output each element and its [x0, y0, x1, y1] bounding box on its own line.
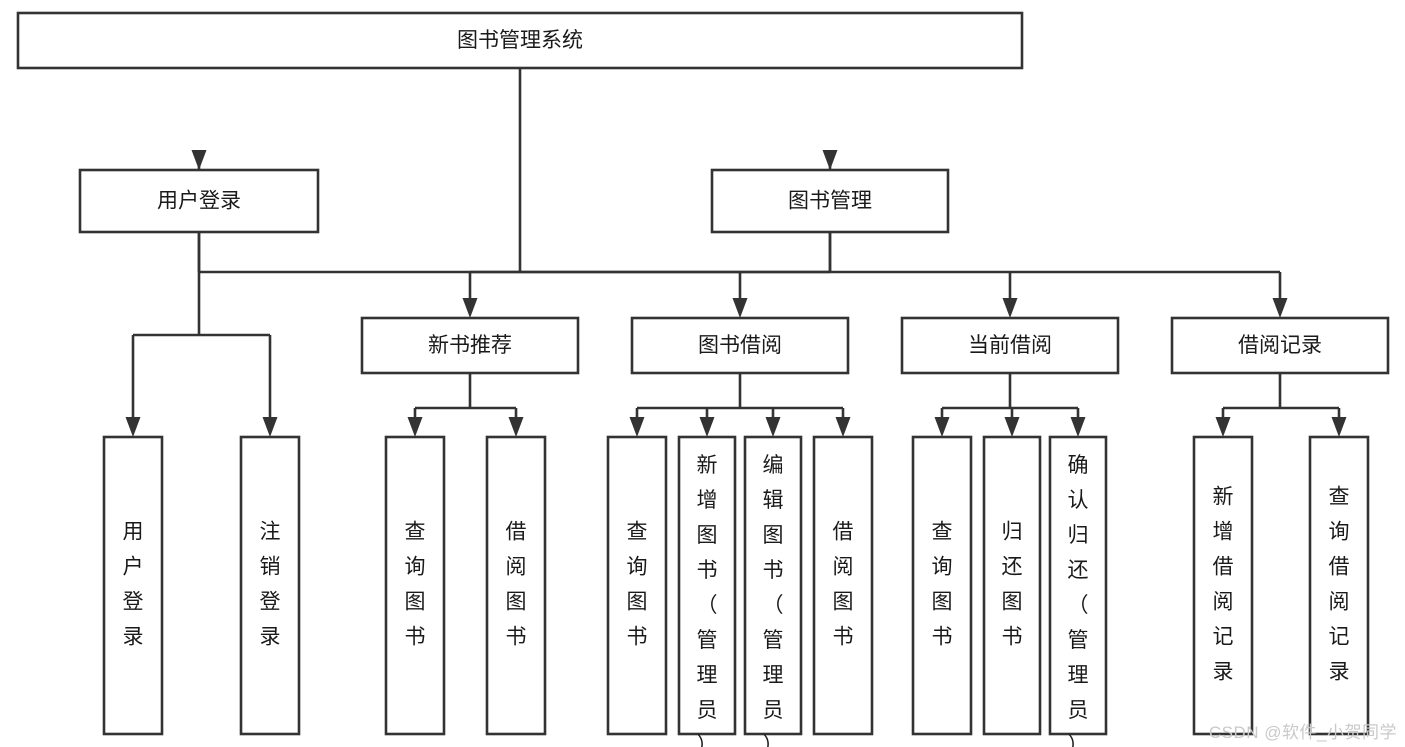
arrow-head-icon	[1215, 417, 1231, 437]
node-label: 编辑图书（管理员）	[763, 454, 784, 747]
node-n1[interactable]: 用户登录	[78, 168, 320, 234]
arrow-head-icon	[629, 417, 645, 437]
node-n5[interactable]: 当前借阅	[900, 316, 1120, 375]
connector-group	[125, 232, 278, 437]
node-box[interactable]	[900, 316, 1120, 375]
node-box[interactable]	[1170, 316, 1390, 375]
node-label: 新书推荐	[428, 334, 512, 357]
node-box[interactable]	[911, 435, 973, 736]
node-label: 借阅图书	[506, 521, 527, 649]
node-n7[interactable]: 用户登录	[102, 435, 164, 736]
arrow-head-icon	[1331, 417, 1347, 437]
node-n4[interactable]: 图书借阅	[630, 316, 850, 375]
node-box[interactable]	[102, 435, 164, 736]
node-box[interactable]	[360, 316, 580, 375]
arrow-head-icon	[765, 417, 781, 437]
node-box[interactable]	[239, 435, 301, 736]
arrow-head-icon	[191, 150, 207, 170]
arrow-head-icon	[508, 417, 524, 437]
node-label: 新增图书（管理员）	[697, 454, 718, 747]
arrow-head-icon	[934, 417, 950, 437]
node-n13[interactable]: 编辑图书（管理员）	[743, 435, 803, 747]
node-box[interactable]	[1048, 435, 1108, 736]
node-n19[interactable]: 查询借阅记录	[1308, 435, 1370, 736]
node-box[interactable]	[710, 168, 950, 234]
arrow-head-icon	[822, 150, 838, 170]
node-box[interactable]	[1308, 435, 1370, 736]
arrow-head-icon	[262, 417, 278, 437]
node-label: 当前借阅	[968, 334, 1052, 357]
arrow-head-icon	[125, 417, 141, 437]
node-label: 图书管理	[788, 190, 872, 213]
node-box[interactable]	[982, 435, 1042, 736]
arrow-head-icon	[462, 298, 478, 318]
node-n3[interactable]: 新书推荐	[360, 316, 580, 375]
node-box[interactable]	[812, 435, 874, 736]
node-n6[interactable]: 借阅记录	[1170, 316, 1390, 375]
node-box[interactable]	[743, 435, 803, 736]
node-n17[interactable]: 确认归还（管理员）	[1048, 435, 1108, 747]
node-n2[interactable]: 图书管理	[710, 168, 950, 234]
connector-group	[1215, 373, 1347, 437]
arrow-head-icon	[1070, 417, 1086, 437]
node-label: 用户登录	[123, 521, 144, 649]
node-box[interactable]	[384, 435, 446, 736]
node-label: 确认归还（管理员）	[1068, 454, 1089, 747]
node-label: 注销登录	[260, 521, 281, 649]
arrow-head-icon	[732, 298, 748, 318]
node-n16[interactable]: 归还图书	[982, 435, 1042, 736]
connector-group	[629, 373, 851, 437]
connector-group	[407, 373, 524, 437]
node-label: 查询图书	[627, 521, 648, 649]
arrow-head-icon	[1002, 298, 1018, 318]
node-label: 图书借阅	[698, 334, 782, 357]
arrow-head-icon	[1272, 298, 1288, 318]
edges-layer	[125, 68, 1347, 437]
node-box[interactable]	[606, 435, 668, 736]
node-n14[interactable]: 借阅图书	[812, 435, 874, 736]
node-n15[interactable]: 查询图书	[911, 435, 973, 736]
node-box[interactable]	[485, 435, 547, 736]
node-label: 图书管理系统	[457, 29, 583, 52]
node-n10[interactable]: 借阅图书	[485, 435, 547, 736]
node-label: 借阅图书	[833, 521, 854, 649]
connector-group	[462, 232, 1288, 318]
arrow-head-icon	[1004, 417, 1020, 437]
node-box[interactable]	[16, 11, 1024, 70]
node-label: 查询借阅记录	[1329, 486, 1350, 684]
node-label: 用户登录	[157, 190, 241, 213]
node-box[interactable]	[630, 316, 850, 375]
arrow-head-icon	[407, 417, 423, 437]
node-label: 查询图书	[405, 521, 426, 649]
node-n9[interactable]: 查询图书	[384, 435, 446, 736]
node-n12[interactable]: 新增图书（管理员）	[677, 435, 737, 747]
arrow-head-icon	[835, 417, 851, 437]
connector-group	[934, 373, 1086, 437]
node-label: 借阅记录	[1238, 334, 1322, 357]
node-box[interactable]	[677, 435, 737, 736]
node-n8[interactable]: 注销登录	[239, 435, 301, 736]
node-label: 新增借阅记录	[1213, 486, 1234, 684]
node-label: 归还图书	[1002, 521, 1023, 649]
node-label: 查询图书	[932, 521, 953, 649]
watermark-label: CSDN @软件_小贺同学	[1208, 723, 1397, 742]
node-box[interactable]	[1192, 435, 1254, 736]
node-n0[interactable]: 图书管理系统	[16, 11, 1024, 70]
nodes-layer: 图书管理系统用户登录图书管理新书推荐图书借阅当前借阅借阅记录用户登录注销登录查询…	[16, 11, 1390, 747]
node-n11[interactable]: 查询图书	[606, 435, 668, 736]
node-n18[interactable]: 新增借阅记录	[1192, 435, 1254, 736]
node-box[interactable]	[78, 168, 320, 234]
arrow-head-icon	[699, 417, 715, 437]
